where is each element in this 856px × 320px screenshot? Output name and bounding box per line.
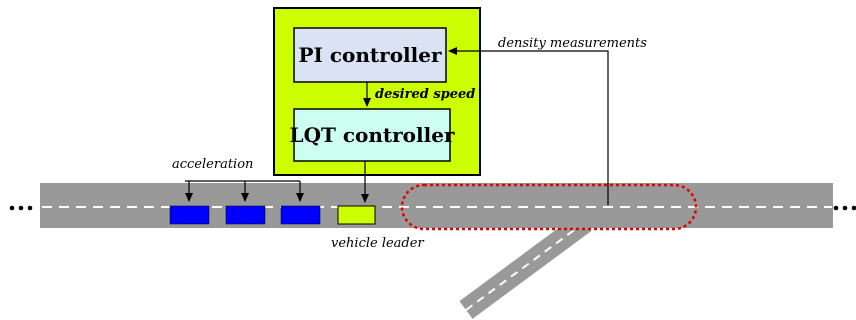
vehicles [169, 205, 376, 225]
acceleration-label: acceleration [172, 157, 253, 172]
road-continuation-right [833, 205, 856, 211]
lqt-controller-box [293, 108, 451, 162]
vehicle-leader-label: vehicle leader [331, 236, 424, 251]
ramp-lane-marking [465, 221, 586, 311]
pi-controller-box [293, 27, 447, 83]
follower-vehicle [169, 205, 210, 225]
follower-vehicle [280, 205, 321, 225]
follower-vehicle [225, 205, 266, 225]
road-continuation-left [9, 205, 33, 211]
dot [18, 205, 24, 211]
main-road [40, 183, 833, 228]
measurement-zone [400, 183, 698, 231]
pi-controller-label: PI controller [299, 43, 442, 67]
on-ramp [459, 213, 592, 319]
dot [9, 205, 15, 211]
dot [27, 205, 33, 211]
desired-speed-label: desired speed [375, 87, 475, 102]
lqt-controller-label: LQT controller [290, 123, 455, 147]
acceleration-arrows [185, 180, 304, 202]
road-surface [40, 183, 833, 228]
leader-vehicle [337, 205, 376, 225]
dot [842, 205, 848, 211]
dot [833, 205, 839, 211]
density-feedback-arrow [448, 47, 609, 205]
density-measurements-label: density measurements [498, 36, 647, 51]
dot [851, 205, 856, 211]
